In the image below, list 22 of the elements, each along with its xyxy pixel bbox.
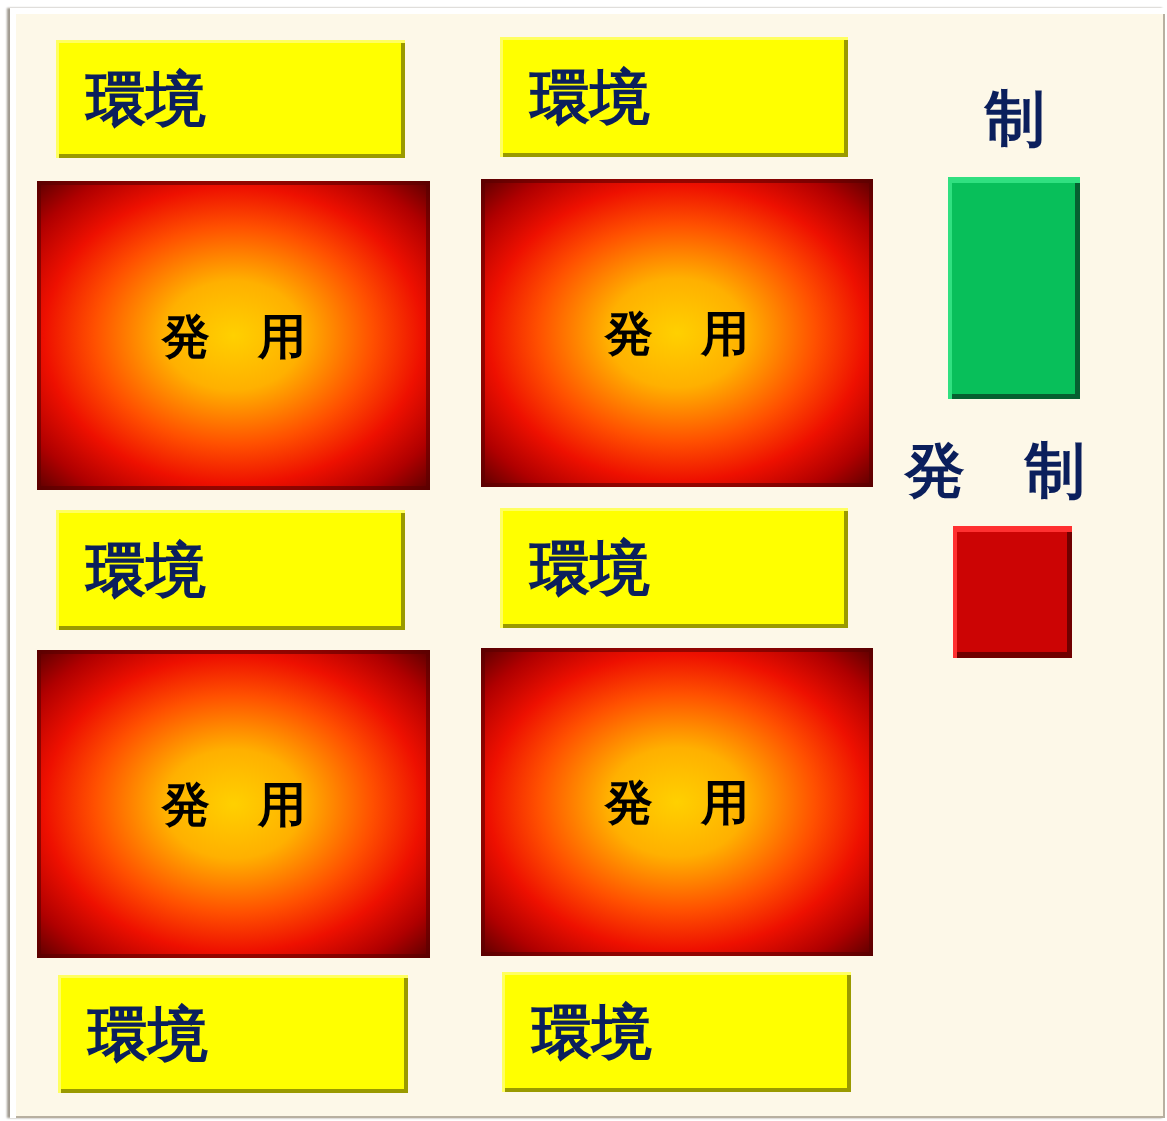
label-box (56, 40, 405, 158)
label-box (500, 37, 848, 157)
block-heading: 発 制 (903, 440, 1086, 500)
box-label: 環境 (530, 538, 650, 598)
label-box (502, 972, 851, 1092)
label-box (56, 510, 405, 630)
heat-box (37, 181, 430, 490)
heat-box (37, 650, 430, 958)
box-label: 発 用 (603, 309, 750, 357)
block-heading: 制 (983, 88, 1046, 148)
box-label: 環境 (530, 67, 650, 127)
label-box (500, 508, 848, 628)
heat-box (481, 648, 873, 956)
heat-box (481, 179, 873, 487)
box-label: 環境 (86, 69, 206, 129)
box-label: 環境 (532, 1002, 652, 1062)
box-label: 発 用 (160, 780, 307, 828)
box-label: 環境 (86, 540, 206, 600)
box-label: 環境 (88, 1004, 208, 1064)
box-label: 発 用 (603, 778, 750, 826)
box-label: 発 用 (160, 311, 307, 360)
label-box (58, 975, 408, 1093)
